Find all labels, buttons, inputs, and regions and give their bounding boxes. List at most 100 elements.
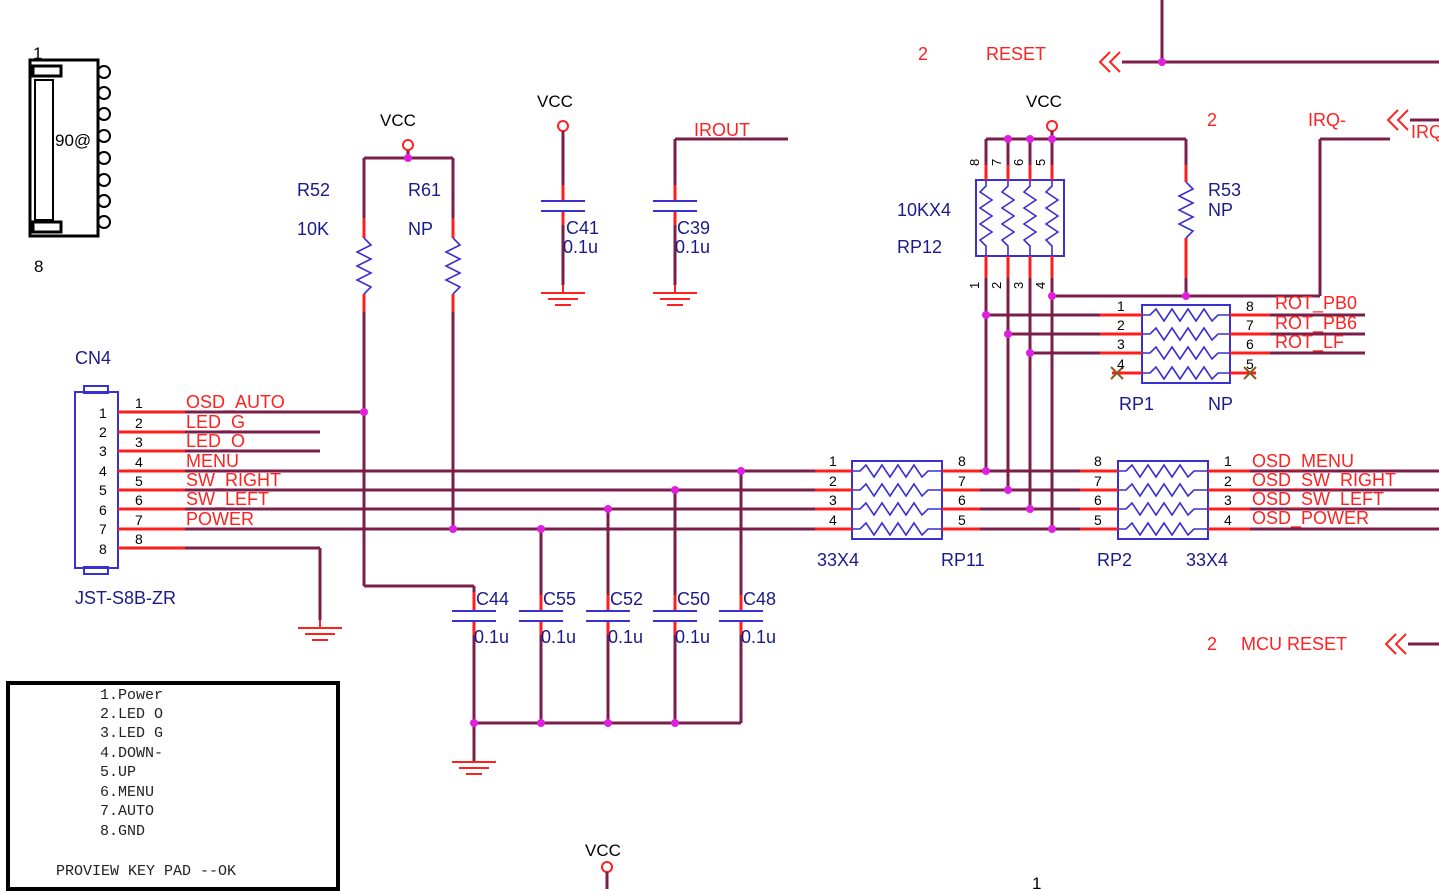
top-connector-label: 90@: [55, 131, 91, 150]
rp12-pin-5: 5: [1033, 159, 1048, 166]
irq-label: IRQ-: [1308, 110, 1346, 130]
irq-offpage: 2 IRQ- IRQ: [1207, 109, 1439, 142]
cn4-net-pin-1: 1: [135, 395, 143, 411]
top-connector-pin1: 1: [33, 44, 42, 63]
cn4-net-pin-8: 8: [135, 531, 143, 547]
rp2-pin-r1: 1: [1224, 453, 1232, 469]
c52-value: 0.1u: [608, 627, 643, 647]
rp2-pin-l7: 7: [1094, 473, 1102, 489]
net-led-g: LED_G: [186, 412, 245, 433]
rp1-pin-r5: 5: [1246, 356, 1254, 372]
rp11-pin-r6: 6: [958, 492, 966, 508]
net-rot-pb0: ROT_PB0: [1275, 293, 1357, 314]
net-irout: IROUT: [694, 120, 750, 140]
keypad-item-7: 7.AUTO: [100, 803, 155, 820]
cn4-net-pin-6: 6: [135, 492, 143, 508]
c41-value: 0.1u: [563, 237, 598, 257]
rp2-pin-l6: 6: [1094, 492, 1102, 508]
rp12-pin-7: 7: [989, 159, 1004, 166]
rp12-pin-4: 4: [1033, 282, 1048, 289]
rp11-value: 33X4: [817, 550, 859, 570]
c50-value: 0.1u: [675, 627, 710, 647]
rp1: 1 2 3 4 8 7 6 5 ROT_PB0 ROT_PB6 ROT_LF R…: [986, 293, 1365, 414]
rp12-value: 10KX4: [897, 200, 951, 220]
cn4-wires: [185, 410, 815, 620]
net-sw-right: SW_RIGHT: [186, 470, 281, 491]
keypad-item-6: 6.MENU: [100, 784, 155, 801]
rp11-pin-r7: 7: [958, 473, 966, 489]
keypad-item-1: 1.Power: [100, 687, 164, 704]
vcc-label-r52: VCC: [380, 111, 416, 130]
irq-cut-label: IRQ: [1411, 122, 1439, 142]
c39-value: 0.1u: [675, 237, 710, 257]
rp2-pin-l5: 5: [1094, 512, 1102, 528]
rp1-pin-r7: 7: [1246, 317, 1254, 333]
net-osd-sw-right: OSD_SW_RIGHT: [1252, 470, 1396, 491]
keypad-item-3: 3.LED G: [100, 725, 164, 742]
bottom-mark: 1: [1032, 874, 1041, 889]
top-connector-pin8: 8: [34, 257, 43, 276]
rp12: VCC: [897, 92, 1390, 529]
rp11-pin-r5: 5: [958, 512, 966, 528]
rp1-pin-r6: 6: [1246, 336, 1254, 352]
r52-r61-group: VCC R52 10K R61 NP: [297, 111, 476, 592]
c52-ref: C52: [610, 589, 643, 609]
c55-ref: C55: [543, 589, 576, 609]
rp11-pin-l3: 3: [829, 492, 837, 508]
vcc-label-rp12: VCC: [1026, 92, 1062, 111]
mcu-reset-offpage: 2 MCU RESET: [1207, 633, 1439, 655]
keypad-legend: 1.Power 2.LED O 3.LED G 4.DOWN- 5.UP 6.M…: [6, 681, 340, 891]
c48-ref: C48: [743, 589, 776, 609]
c41-c39-group: VCC C41: [537, 92, 788, 306]
vcc-label-bottom: VCC: [585, 841, 621, 860]
cn4-part: JST-S8B-ZR: [75, 588, 176, 608]
c44-value: 0.1u: [474, 627, 509, 647]
net-osd-sw-left: OSD_SW_LEFT: [1252, 489, 1384, 510]
c50-ref: C50: [677, 589, 710, 609]
keypad-footer: PROVIEW KEY PAD --OK: [56, 863, 237, 880]
rp1-pin-l3: 3: [1117, 336, 1125, 352]
rp1-ref: RP1: [1119, 394, 1154, 414]
irq-page: 2: [1207, 110, 1217, 130]
r53: R53 NP: [1177, 165, 1241, 278]
rp12-pin-3: 3: [1011, 282, 1026, 289]
r52-ref: R52: [297, 180, 330, 200]
rp12-ref: RP12: [897, 237, 942, 257]
c39-ref: C39: [677, 218, 710, 238]
mcu-reset-label: MCU RESET: [1241, 634, 1347, 654]
cn4-ref: CN4: [75, 348, 111, 368]
keypad-item-4: 4.DOWN-: [100, 745, 164, 762]
rp1-pin-r8: 8: [1246, 298, 1254, 314]
cn4-net-pin-5: 5: [135, 473, 143, 489]
rp12-pin-2: 2: [989, 282, 1004, 289]
net-osd-auto: OSD_AUTO: [186, 392, 285, 413]
vcc-label-c41: VCC: [537, 92, 573, 111]
net-led-o: LED_O: [186, 431, 245, 452]
r52-value: 10K: [297, 219, 329, 239]
cn4-pin-6: 6: [99, 502, 107, 518]
rp11-ref: RP11: [941, 550, 985, 570]
rp12-pin-6: 6: [1011, 159, 1026, 166]
reset-page: 2: [918, 44, 928, 64]
rp1-pin-l2: 2: [1117, 317, 1125, 333]
rp12-pin-8: 8: [967, 159, 982, 166]
r61-value: NP: [408, 219, 433, 239]
net-power: POWER: [186, 509, 254, 529]
net-rot-lf: ROT_LF: [1275, 332, 1344, 353]
rp2-ref: RP2: [1097, 550, 1132, 570]
junctions: [360, 58, 1190, 727]
cn4-net-pin-4: 4: [135, 454, 143, 470]
net-osd-menu: OSD_MENU: [1252, 451, 1354, 472]
cn4-pin-1: 1: [99, 405, 107, 421]
rp11-pin-l4: 4: [829, 512, 837, 528]
net-menu: MENU: [186, 451, 239, 471]
reset-label: RESET: [986, 44, 1046, 64]
rp2-pin-l8: 8: [1094, 453, 1102, 469]
net-rot-pb6: ROT_PB6: [1275, 313, 1357, 334]
rp11-pin-l2: 2: [829, 473, 837, 489]
net-sw-left: SW_LEFT: [186, 489, 269, 510]
keypad-item-8: 8.GND: [100, 823, 146, 840]
cn4-connector: CN4 JST-S8B-ZR 1 2 3 4 5 6 7 8 1 2 3 4 5…: [74, 348, 285, 608]
cn4-net-pin-2: 2: [135, 415, 143, 431]
